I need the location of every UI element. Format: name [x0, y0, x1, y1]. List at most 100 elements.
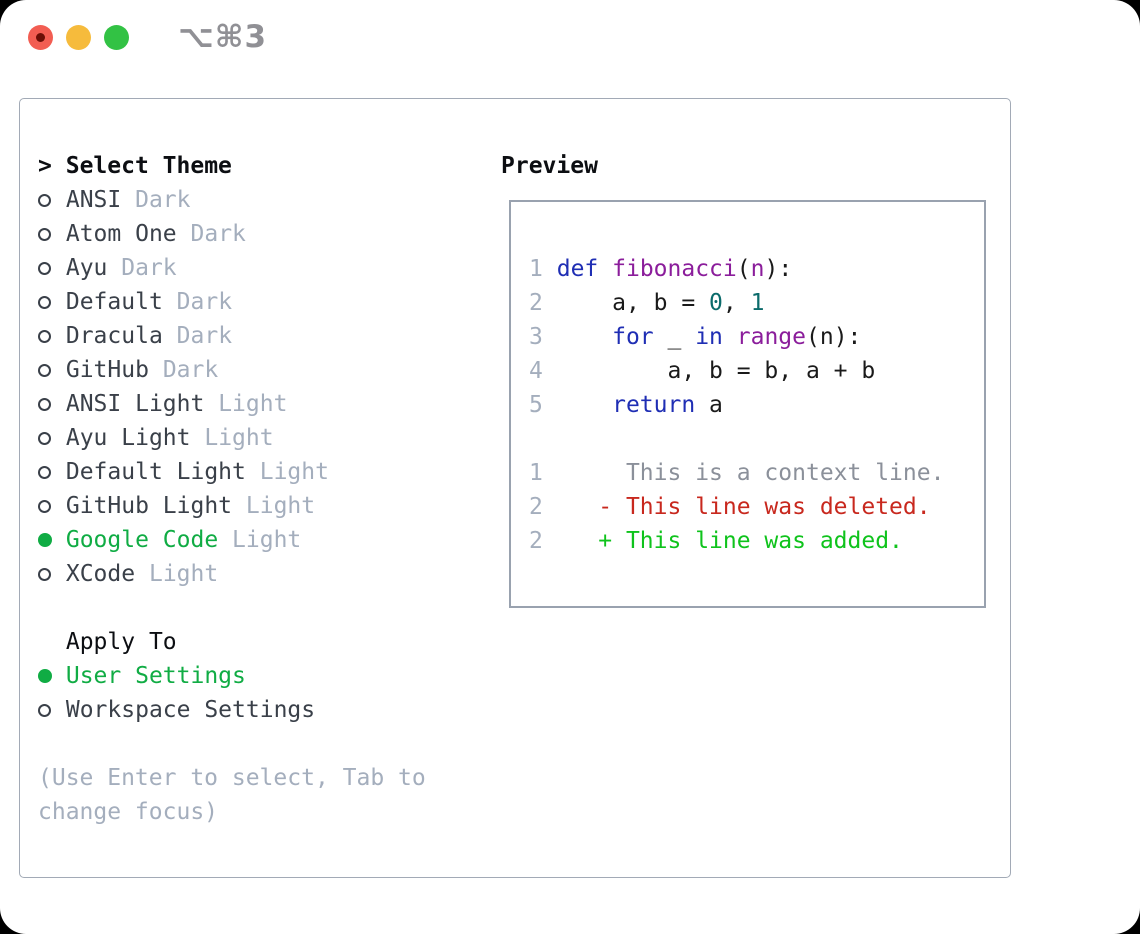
code-line: 1 def fibonacci(n): — [529, 252, 944, 286]
code-token: for — [612, 324, 654, 350]
theme-variant: Light — [204, 425, 274, 451]
code-token: return — [612, 392, 696, 418]
radio-unselected-icon — [38, 557, 52, 591]
theme-name: Ayu — [65, 255, 108, 281]
code-token: ( — [736, 256, 751, 282]
picker-title: Select Theme — [65, 153, 232, 179]
radio-unselected-icon — [38, 319, 52, 353]
cursor-prompt-icon: > — [38, 153, 52, 179]
theme-name: ANSI Light — [65, 391, 205, 417]
theme-name: Google Code — [65, 527, 219, 553]
code-token: - This line was deleted. — [556, 494, 931, 520]
zoom-button-icon[interactable] — [104, 25, 129, 50]
theme-option-github-light[interactable]: GitHub Light Light — [38, 489, 426, 523]
radio-unselected-icon — [38, 387, 52, 421]
code-line: 5 return a — [529, 388, 944, 422]
code-token: fibonacci — [612, 256, 737, 282]
diff-line: 1 This is a context line. — [529, 456, 944, 490]
radio-unselected-icon — [38, 251, 52, 285]
code-token: This is a context line. — [556, 460, 945, 486]
window-shortcut-label: ⌥⌘3 — [178, 19, 268, 55]
theme-name: Atom One — [65, 221, 177, 247]
picker-title-row: > Select Theme — [38, 149, 426, 183]
line-number: 2 — [529, 494, 543, 520]
radio-unselected-icon — [38, 489, 52, 523]
code-token: range — [736, 324, 807, 350]
code-token: _ — [653, 324, 696, 350]
code-token — [598, 256, 612, 282]
apply-option-label: Workspace Settings — [65, 697, 316, 723]
theme-name: Ayu Light — [65, 425, 191, 451]
radio-unselected-icon — [38, 421, 52, 455]
code-token: a — [695, 392, 723, 418]
code-token: in — [695, 324, 723, 350]
theme-option-ansi-light[interactable]: ANSI Light Light — [38, 387, 426, 421]
radio-unselected-icon — [38, 455, 52, 489]
code-token: n — [750, 256, 765, 282]
code-token: a, b = b, a + b — [556, 358, 876, 384]
radio-unselected-icon — [38, 183, 52, 217]
theme-variant: Dark — [176, 323, 233, 349]
spacer — [529, 422, 944, 456]
code-token — [557, 324, 612, 350]
theme-option-default[interactable]: Default Dark — [38, 285, 426, 319]
code-token: + This line was added. — [556, 528, 903, 554]
theme-variant: Light — [259, 459, 329, 485]
theme-option-google-code[interactable]: Google Code Light — [38, 523, 426, 557]
theme-option-ayu-light[interactable]: Ayu Light Light — [38, 421, 426, 455]
theme-option-dracula[interactable]: Dracula Dark — [38, 319, 426, 353]
radio-unselected-icon — [38, 285, 52, 319]
theme-option-default-light[interactable]: Default Light Light — [38, 455, 426, 489]
theme-variant: Dark — [121, 255, 177, 281]
theme-name: Dracula — [65, 323, 163, 349]
theme-name: GitHub — [65, 357, 149, 383]
close-button-icon[interactable] — [28, 25, 53, 50]
spacer — [38, 727, 426, 761]
apply-to-list: User Settings Workspace Settings — [38, 659, 426, 727]
theme-name: GitHub Light — [65, 493, 233, 519]
code-token: ): — [764, 256, 793, 282]
minimize-button-icon[interactable] — [66, 25, 91, 50]
code-token: , — [722, 290, 751, 316]
theme-option-github[interactable]: GitHub Dark — [38, 353, 426, 387]
code-line: 3 for _ in range(n): — [529, 320, 944, 354]
theme-variant: Dark — [190, 221, 246, 247]
theme-variant: Light — [148, 561, 219, 587]
theme-variant: Dark — [162, 357, 219, 383]
preview-title: Preview — [501, 153, 598, 179]
code-token: def — [556, 256, 599, 282]
code-token: 0 — [709, 290, 723, 316]
theme-variant: Light — [245, 493, 316, 519]
titlebar: ⌥⌘3 — [0, 0, 1140, 74]
theme-picker: > Select Theme ANSI Dark Atom One Dark A… — [38, 149, 426, 829]
apply-option-user-settings[interactable]: User Settings — [38, 659, 426, 693]
radio-unselected-icon — [38, 353, 52, 387]
theme-option-ayu[interactable]: Ayu Dark — [38, 251, 426, 285]
radio-unselected-icon — [38, 693, 52, 727]
theme-option-atom-one[interactable]: Atom One Dark — [38, 217, 426, 251]
code-token — [723, 324, 737, 350]
theme-option-ansi[interactable]: ANSI Dark — [38, 183, 426, 217]
line-number: 3 — [529, 324, 543, 350]
diff-line: 2 + This line was added. — [529, 524, 944, 558]
theme-variant: Light — [232, 527, 302, 553]
code-token — [557, 392, 612, 418]
apply-option-workspace-settings[interactable]: Workspace Settings — [38, 693, 426, 727]
code-line: 2 a, b = 0, 1 — [529, 286, 944, 320]
apply-to-title: Apply To — [65, 629, 177, 655]
code-token: a, b = — [556, 290, 710, 316]
line-number: 1 — [529, 460, 543, 486]
theme-name: Default — [65, 289, 163, 315]
theme-name: XCode — [65, 561, 136, 587]
diff-line: 2 - This line was deleted. — [529, 490, 944, 524]
spacer — [38, 591, 426, 625]
theme-option-xcode[interactable]: XCode Light — [38, 557, 426, 591]
theme-selector-panel: > Select Theme ANSI Dark Atom One Dark A… — [19, 98, 1011, 878]
apply-option-label: User Settings — [65, 663, 246, 689]
theme-name: ANSI — [65, 187, 122, 213]
apply-to-title-row: Apply To — [38, 625, 426, 659]
line-number: 2 — [529, 528, 543, 554]
radio-unselected-icon — [38, 217, 52, 251]
